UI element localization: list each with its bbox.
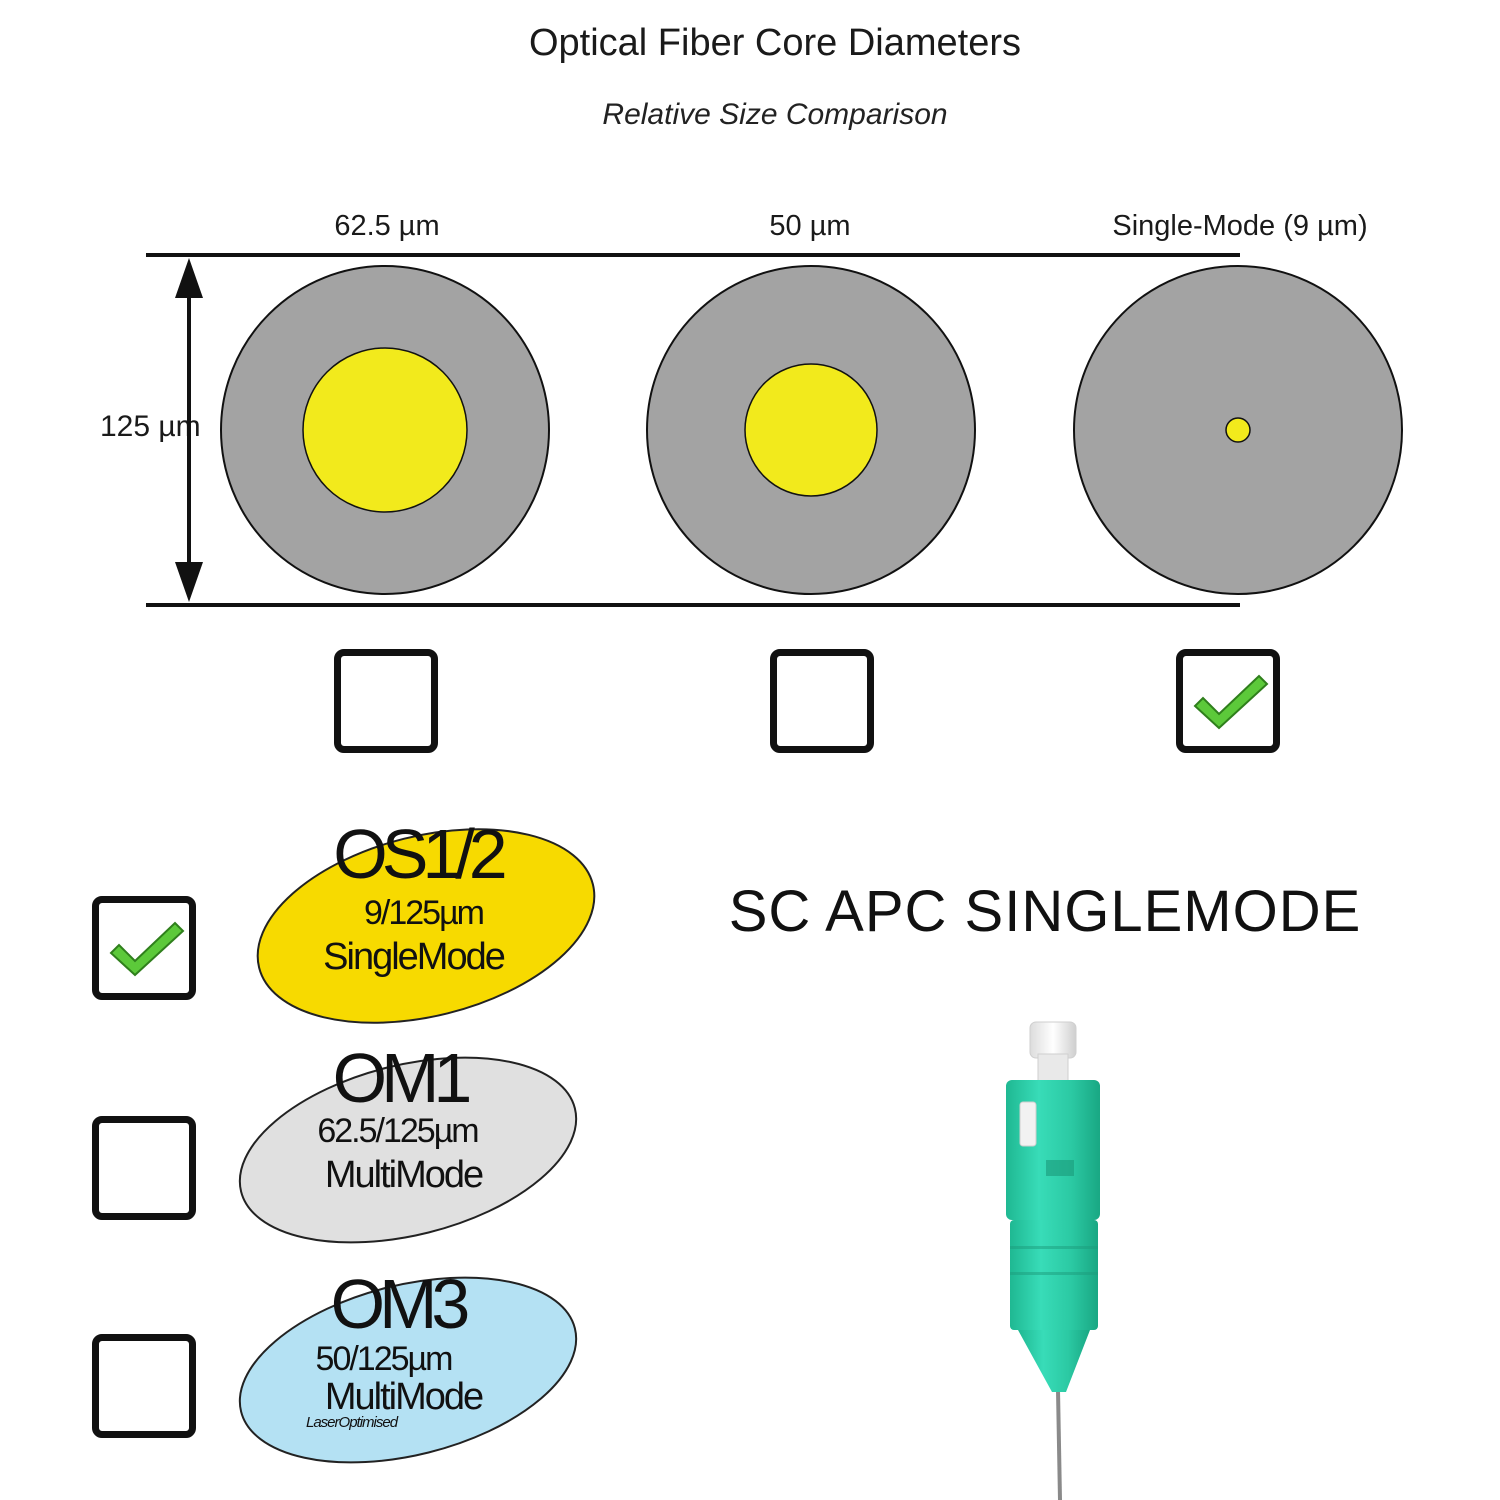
checkbox-62-5[interactable] [334, 649, 438, 753]
fiber-cable [1056, 1389, 1062, 1500]
fiber-label-62-5: 62.5 µm [334, 210, 440, 242]
checkmark-icon [1193, 674, 1269, 730]
strain-relief-boot [1018, 1330, 1090, 1392]
badge-oval-om1 [238, 1056, 578, 1244]
dimension-label: 125 µm [100, 410, 201, 443]
badge-oval-os1-2 [256, 828, 596, 1024]
checkbox-om3[interactable] [92, 1334, 196, 1438]
badge-note-om3: LaserOptimised [306, 1414, 398, 1431]
page-subtitle: Relative Size Comparison [602, 98, 948, 131]
badge-spec-om3: 50/125µm [315, 1340, 454, 1378]
badge-name-os1-2: OS1/2 [333, 815, 507, 893]
badge-name-om1: OM1 [332, 1039, 473, 1117]
fiber-label-singlemode: Single-Mode (9 µm) [1112, 210, 1368, 242]
product-heading: SC APC SINGLEMODE [728, 879, 1362, 944]
badge-mode-om3: MultiMode [324, 1376, 484, 1418]
dimension-arrow [175, 258, 203, 602]
checkbox-singlemode[interactable] [1176, 649, 1280, 753]
checkbox-os1-2[interactable] [92, 896, 196, 1000]
badge-os1-2: OS1/2 9/125µm SingleMode [250, 812, 605, 1024]
core-50 [744, 363, 878, 497]
badge-name-om3: OM3 [330, 1265, 471, 1343]
badge-om1: OM1 62.5/125µm MultiMode [232, 1036, 587, 1244]
dust-cap [1029, 1021, 1077, 1059]
latch-key [1019, 1101, 1037, 1147]
badge-mode-os1-2: SingleMode [323, 936, 506, 978]
core-62-5 [302, 347, 468, 513]
checkbox-om1[interactable] [92, 1116, 196, 1220]
fiber-diagram [146, 253, 1403, 607]
badge-spec-om1: 62.5/125µm [317, 1112, 479, 1150]
connector-housing [1006, 1080, 1100, 1220]
badge-spec-os1-2: 9/125µm [364, 894, 485, 932]
fiber-label-50: 50 µm [769, 210, 851, 242]
checkmark-icon [109, 921, 185, 977]
badge-mode-om1: MultiMode [324, 1154, 484, 1196]
badge-om3: OM3 50/125µm MultiMode LaserOptimised [232, 1262, 587, 1467]
badge-oval-om3 [238, 1276, 578, 1464]
checkbox-50[interactable] [770, 649, 874, 753]
core-singlemode [1225, 417, 1251, 443]
sc-connector-illustration [1006, 1021, 1100, 1500]
page-title: Optical Fiber Core Diameters [528, 22, 1022, 64]
